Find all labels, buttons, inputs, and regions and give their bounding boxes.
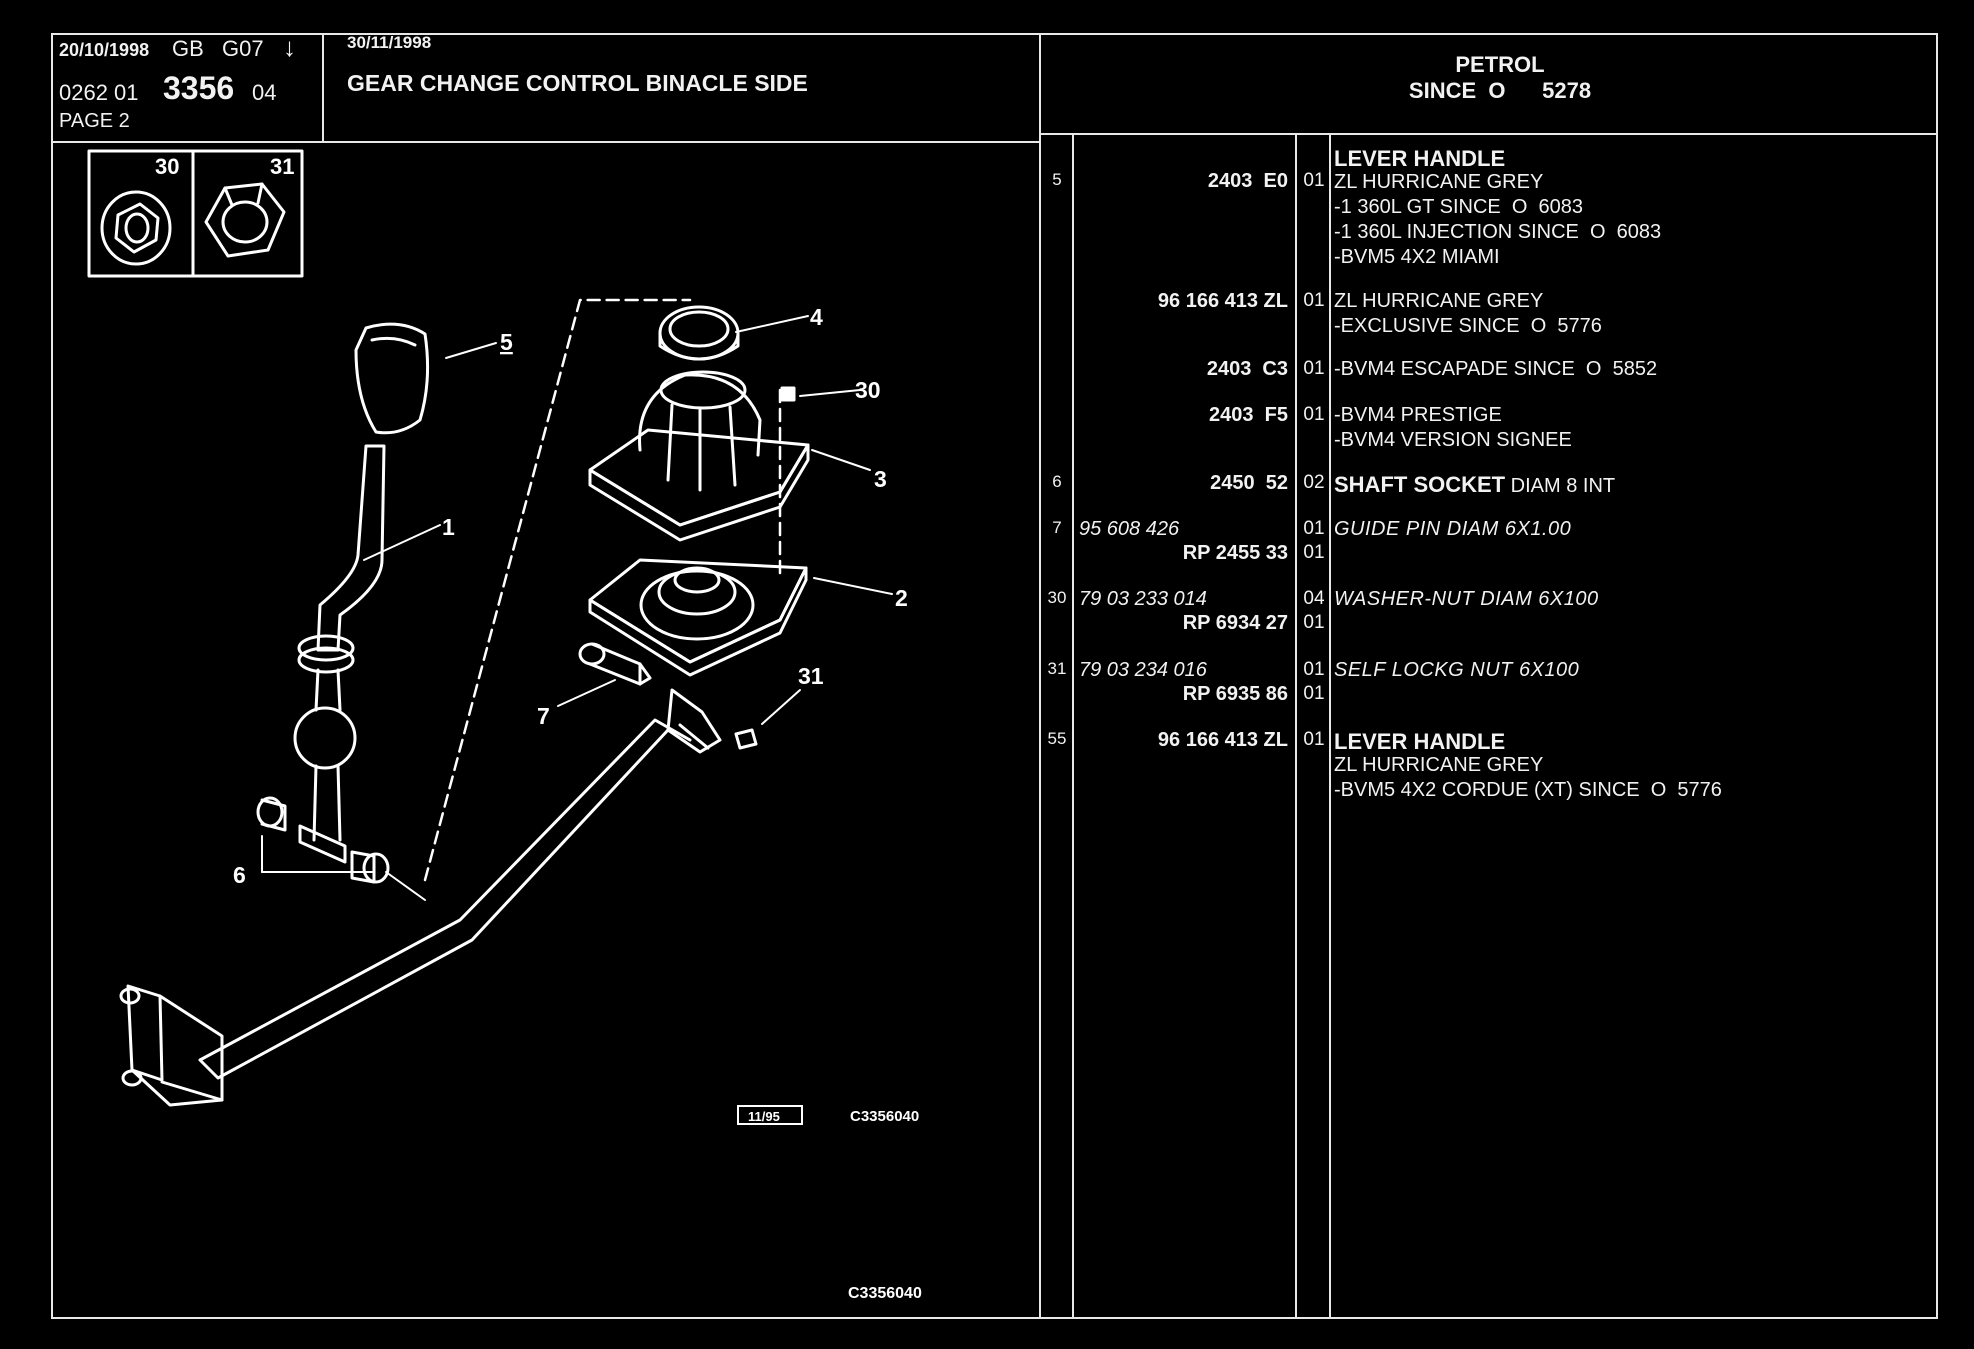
part-qty: 01 <box>1303 404 1325 425</box>
part-desc-line: -BVM4 PRESTIGE <box>1334 404 1502 426</box>
washer-nut-icon <box>100 190 172 266</box>
part-number: 2450 52 <box>1210 472 1288 494</box>
part-desc-line: -BVM5 4X2 MIAMI <box>1334 246 1500 268</box>
bracket-part <box>119 984 224 1107</box>
part-qty: 01 <box>1303 518 1325 539</box>
header-bottom-right <box>1039 133 1938 135</box>
part-desc-line: -BVM4 ESCAPADE SINCE O 5852 <box>1334 358 1658 380</box>
part-desc-line: -BVM5 4X2 CORDUE (XT) SINCE O 5776 <box>1334 779 1722 801</box>
frame-mid <box>1039 33 1041 1319</box>
part-qty-2: 01 <box>1303 542 1325 563</box>
col-line-2 <box>1295 133 1297 1319</box>
part-qty-2: 01 <box>1303 683 1325 704</box>
legend-label-31: 31 <box>270 154 294 179</box>
part-number: 96 166 413 ZL <box>1157 290 1288 312</box>
ring-part <box>658 305 740 361</box>
part-number-rp: RP 2455 33 <box>1182 542 1288 564</box>
since-label: SINCE O 5278 <box>1408 78 1592 103</box>
part-number: 79 03 234 016 <box>1079 659 1207 681</box>
header-date1: 20/10/1998 <box>59 40 150 60</box>
part-ref: 5 <box>1052 170 1062 189</box>
part-number-rp: RP 6935 86 <box>1182 683 1288 705</box>
part-desc-line: -1 360L INJECTION SINCE O 6083 <box>1334 221 1662 243</box>
footer-code: C3356040 <box>848 1285 922 1302</box>
part-qty: 01 <box>1303 290 1325 311</box>
header-gb: GB <box>172 36 204 61</box>
part-ref: 7 <box>1052 518 1062 537</box>
part-qty-2: 01 <box>1303 612 1325 633</box>
header-page: PAGE 2 <box>59 110 130 132</box>
header-g07: G07 <box>222 36 264 61</box>
part-qty: 02 <box>1303 472 1325 493</box>
callout-6: 6 <box>233 862 246 888</box>
box-ref: 11/95 <box>748 1109 780 1124</box>
callout-3: 3 <box>874 466 887 492</box>
engine-label: PETROL <box>1455 52 1545 77</box>
guide-pin-part <box>578 642 652 686</box>
part-ref: 6 <box>1052 472 1062 491</box>
part-number: 79 03 233 014 <box>1079 588 1207 610</box>
ref-code: C3356040 <box>850 1108 919 1125</box>
linkage-rod <box>198 688 722 1080</box>
header-code-suffix: 04 <box>252 80 277 105</box>
part-number-rp: RP 6934 27 <box>1182 612 1288 634</box>
header-bottom-left <box>51 141 1041 143</box>
part-desc-line: -1 360L GT SINCE O 6083 <box>1334 196 1584 218</box>
down-arrow-icon: ↓ <box>283 32 296 62</box>
part-number: 2403 F5 <box>1209 404 1288 426</box>
part-desc-line: ZL HURRICANE GREY <box>1334 171 1544 193</box>
header-divider-1 <box>322 33 324 143</box>
frame-bottom <box>51 1317 1938 1319</box>
callout-7: 7 <box>537 703 550 729</box>
lock-nut-icon <box>204 182 286 258</box>
lever-part <box>293 444 386 864</box>
header-code-main: 3356 <box>163 70 235 106</box>
part-ref: 30 <box>1047 588 1067 607</box>
frame-left <box>51 33 53 1319</box>
col-line-3 <box>1329 133 1331 1319</box>
socket-parts <box>256 796 390 884</box>
callout-5: 5 <box>500 329 513 355</box>
part-desc-line: SHAFT SOCKET DIAM 8 INT <box>1334 472 1616 497</box>
part-number: 2403 C3 <box>1206 358 1288 380</box>
header-code-prefix: 0262 01 <box>59 80 139 105</box>
frame-right <box>1936 33 1938 1319</box>
part-desc-line: ZL HURRICANE GREY <box>1334 754 1544 776</box>
part-number: 96 166 413 ZL <box>1157 729 1288 751</box>
frame-top <box>51 33 1938 35</box>
part-qty: 01 <box>1303 170 1325 191</box>
gasket-part <box>588 558 808 677</box>
part-desc-extra: DIAM 8 INT <box>1505 475 1616 497</box>
callout-31: 31 <box>798 663 824 689</box>
callout-4: 4 <box>810 304 823 330</box>
part-qty: 01 <box>1303 729 1325 750</box>
callout-1: 1 <box>442 514 455 540</box>
part-desc-line: ZL HURRICANE GREY <box>1334 290 1544 312</box>
page-title: GEAR CHANGE CONTROL BINACLE SIDE <box>347 70 808 96</box>
part-qty: 04 <box>1303 588 1325 609</box>
legend-box <box>87 149 304 278</box>
part-desc-line: LEVER HANDLE <box>1334 729 1506 754</box>
part-desc-line: LEVER HANDLE <box>1334 146 1506 171</box>
part-desc-line: SELF LOCKG NUT 6X100 <box>1334 659 1580 681</box>
header-date2: 30/11/1998 <box>347 33 432 52</box>
part-desc-line: GUIDE PIN DIAM 6X1.00 <box>1334 518 1572 540</box>
part-qty: 01 <box>1303 659 1325 680</box>
knob-part <box>354 322 430 435</box>
exploded-diagram: 30 31 1 2 3 4 5 6 7 30 31 11/95 C3356040… <box>87 149 922 1302</box>
legend-label-30: 30 <box>155 154 179 179</box>
part-ref: 55 <box>1047 729 1067 748</box>
part-desc-line: -EXCLUSIVE SINCE O 5776 <box>1334 315 1602 337</box>
part-ref: 31 <box>1047 659 1067 678</box>
part-desc-line: WASHER-NUT DIAM 6X100 <box>1334 588 1599 610</box>
callout-30: 30 <box>855 377 881 403</box>
part-desc-line: -BVM4 VERSION SIGNEE <box>1334 429 1572 451</box>
part-number: 2403 E0 <box>1207 170 1288 192</box>
housing-part <box>588 370 810 542</box>
callout-2: 2 <box>895 585 908 611</box>
part-qty: 01 <box>1303 358 1325 379</box>
col-line-1 <box>1072 133 1074 1319</box>
part-number: 95 608 426 <box>1079 518 1180 540</box>
